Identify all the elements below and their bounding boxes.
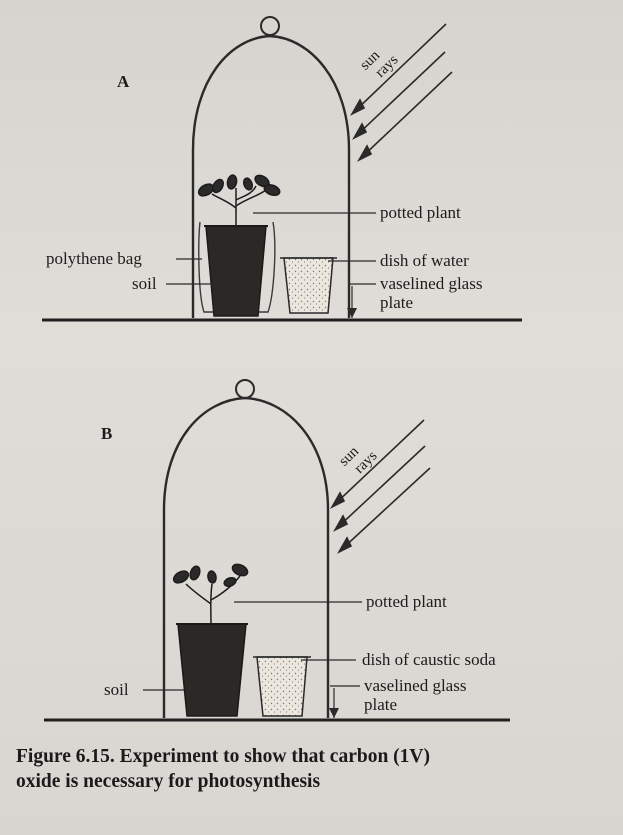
panel-label-a: A [117,72,130,91]
sun-rays-b [329,419,431,554]
label-potted-plant-b: potted plant [366,592,447,611]
flower-pot-a [205,225,267,317]
label-vaselined-b: vaselined glass plate [364,676,467,714]
leader-lines-a [166,212,376,318]
label-dish-a: dish of water [380,251,469,270]
plant-a [197,174,281,226]
caption-line-2: oxide is necessary for photosynthesis [16,771,321,792]
figure-a [42,16,522,322]
label-soil-b: soil [104,680,129,699]
label-vaselined-a: vaselined glass plate [380,274,483,312]
leader-lines-b [143,601,362,718]
panel-label-b: B [101,424,113,443]
label-potted-plant-a: potted plant [380,203,461,222]
dish-a [283,257,334,314]
figure-caption: Figure 6.15. Experiment to show that car… [16,744,616,794]
caption-line-1: Figure 6.15. Experiment to show that car… [16,746,430,767]
plant-b [172,563,249,625]
label-dish-b: dish of caustic soda [362,650,496,669]
label-polythene-bag: polythene bag [46,249,142,268]
flower-pot-b [177,623,247,717]
dish-b [256,656,308,717]
bell-jar-knob-b [235,379,255,399]
sun-rays-a [349,23,453,162]
label-soil-a: soil [132,274,157,293]
figure-b [44,379,510,722]
bell-jar-knob-a [260,16,280,36]
